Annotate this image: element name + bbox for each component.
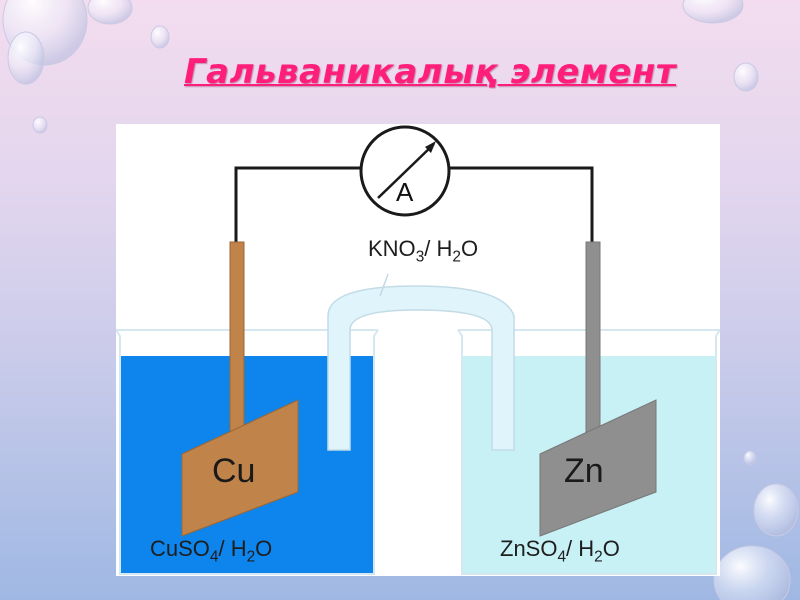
salt-bridge xyxy=(327,285,515,451)
wire-left xyxy=(234,166,360,242)
wire-right xyxy=(450,166,594,242)
bubble xyxy=(733,62,759,92)
znso4-solution-label: ZnSO4/ H2O xyxy=(500,536,620,566)
bubble xyxy=(753,483,799,537)
copper-electrode-label: Cu xyxy=(212,452,256,490)
bubble xyxy=(743,450,757,466)
left-beaker xyxy=(116,329,379,575)
zinc-plate xyxy=(539,399,657,537)
ammeter-arrow-head xyxy=(425,141,436,153)
right-beaker xyxy=(457,329,720,575)
bubble xyxy=(7,31,45,85)
cuso4-solution-label: CuSO4/ H2O xyxy=(150,536,273,566)
bubble xyxy=(32,116,48,134)
galvanic-cell-diagram: A KNO3/ H2O Cu Zn CuSO4/ H2O ZnSO4/ H2O xyxy=(116,124,720,576)
salt-bridge-pointer xyxy=(379,273,389,297)
bubble xyxy=(87,0,133,25)
copper-rod xyxy=(229,241,245,433)
slide-title: Гальваникалық элемент xyxy=(183,52,677,92)
bubble xyxy=(713,545,791,600)
ammeter-label: A xyxy=(396,177,414,207)
ammeter-needle xyxy=(377,143,435,199)
copper-plate xyxy=(181,399,299,537)
bubble xyxy=(682,0,744,24)
bubble xyxy=(150,25,170,49)
zinc-electrode-label: Zn xyxy=(564,452,604,490)
zinc-rod xyxy=(585,241,601,433)
diagram-drawing xyxy=(116,125,720,575)
salt-bridge-label: KNO3/ H2O xyxy=(368,236,479,266)
